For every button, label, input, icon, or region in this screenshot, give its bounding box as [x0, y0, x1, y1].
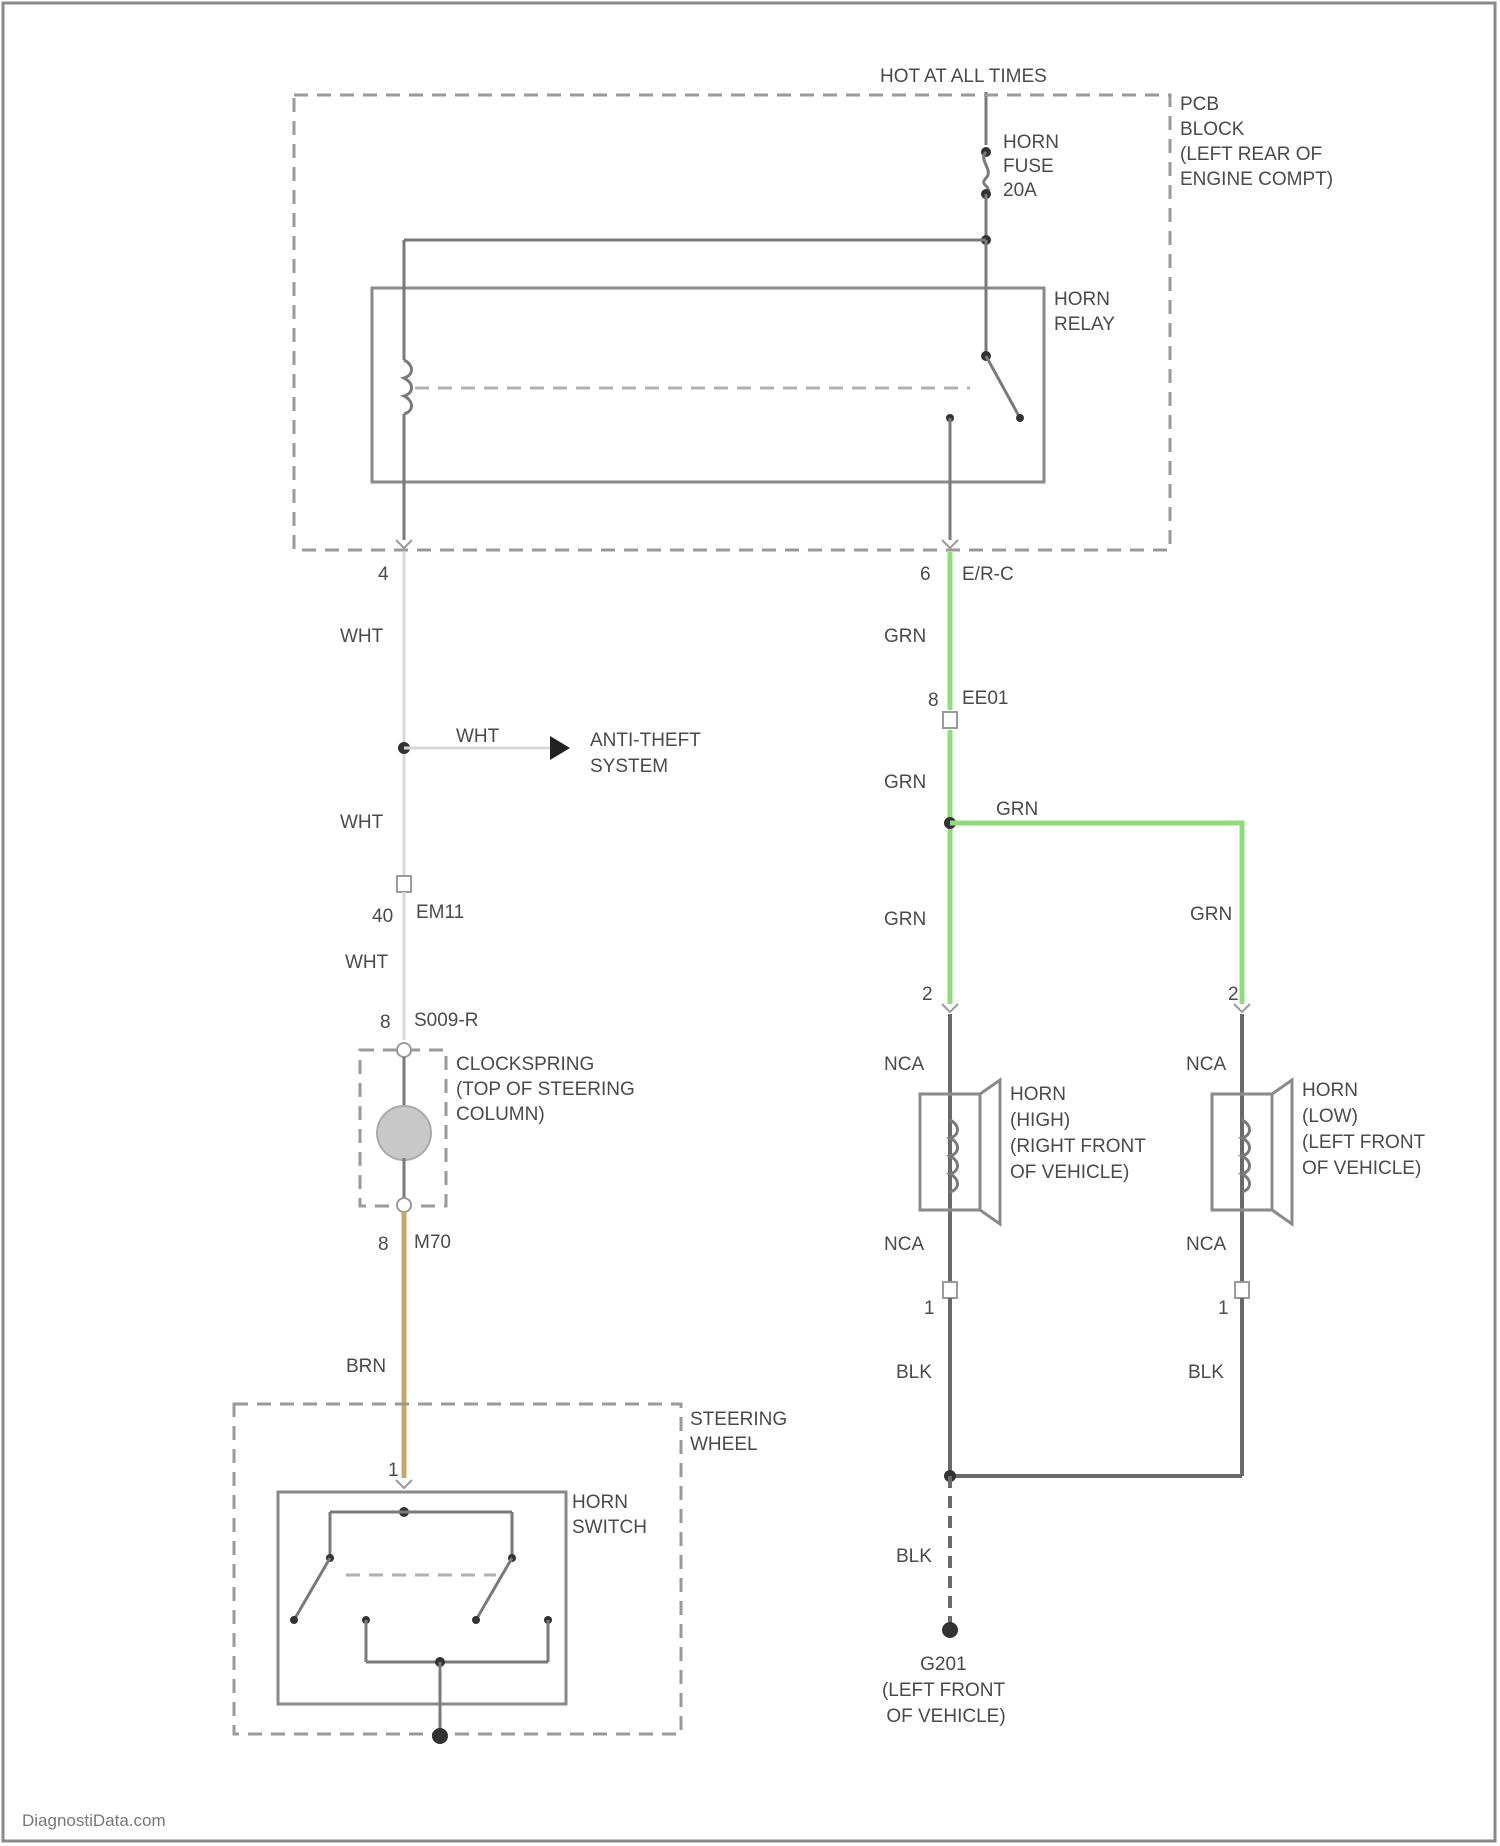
left-splice-wire: WHT	[456, 726, 500, 747]
ground-label: G201 (LEFT FRONT OF VEHICLE)	[882, 1654, 1010, 1727]
right-wire-2: GRN	[884, 772, 926, 793]
clock-pin: 8	[380, 1012, 391, 1033]
relay-connector: E/R-C	[962, 564, 1014, 585]
ground-point-icon	[942, 1622, 958, 1638]
horn-low-pin: 2	[1228, 984, 1239, 1005]
left-wire-4: BRN	[346, 1356, 386, 1377]
horn-fuse-label: HORN FUSE 20A	[1003, 132, 1064, 201]
clockspring-top-pin	[397, 1043, 411, 1057]
anti-theft-label: ANTI-THEFT SYSTEM	[590, 730, 706, 777]
clockspring-label: CLOCKSPRING (TOP OF STEERING COLUMN)	[456, 1054, 640, 1125]
right-nca-2: NCA	[884, 1234, 924, 1255]
switch-right-tip	[472, 1616, 480, 1624]
left-wire-3: WHT	[345, 952, 389, 973]
horn-high-pin-connector	[942, 1004, 958, 1012]
right-blk-3: BLK	[896, 1546, 932, 1567]
switch-pin-connector	[396, 1480, 412, 1488]
horn-switch-box	[278, 1492, 566, 1704]
clockspring-icon	[377, 1106, 431, 1160]
ee01-connector	[943, 712, 957, 728]
right-wire-4: GRN	[1190, 904, 1232, 925]
right-connector-pin: 8	[928, 690, 939, 711]
em11-connector	[397, 876, 411, 892]
clockspring-bottom-pin	[397, 1198, 411, 1212]
pcb-block-label: PCB BLOCK (LEFT REAR OF ENGINE COMPT)	[1180, 94, 1333, 190]
page-border	[3, 3, 1495, 1841]
right-wire-1: GRN	[884, 626, 926, 647]
switch-left-arm	[294, 1558, 330, 1620]
steering-wheel-box	[234, 1404, 681, 1734]
pin-6-connector	[942, 540, 958, 548]
horn-low-label: HORN (LOW) (LEFT FRONT OF VEHICLE)	[1302, 1080, 1430, 1179]
horn-relay-box	[372, 288, 1044, 482]
contact-tip	[1016, 414, 1024, 422]
right-blk-1: BLK	[896, 1362, 932, 1383]
switch-pin: 1	[388, 1460, 399, 1481]
lower-pin: 8	[378, 1234, 389, 1255]
horn-high-label: HORN (HIGH) (RIGHT FRONT OF VEHICLE)	[1010, 1084, 1151, 1183]
switch-right-arm	[476, 1558, 512, 1620]
horn-relay-label: HORN RELAY	[1054, 289, 1115, 335]
horn-high-gnd-pin: 1	[924, 1298, 935, 1319]
left-connector-pin: 40	[372, 906, 393, 927]
left-wire-1: WHT	[340, 626, 384, 647]
pin-4-connector	[396, 540, 412, 548]
horn-high-gnd-connector	[943, 1282, 957, 1298]
arrow-right-icon	[550, 736, 570, 760]
switch-left-tip	[290, 1616, 298, 1624]
right-blk-2: BLK	[1188, 1362, 1224, 1383]
horn-low-pin-connector	[1234, 1004, 1250, 1012]
right-nca-3: NCA	[1186, 1054, 1226, 1075]
right-nca-1: NCA	[884, 1054, 924, 1075]
horn-high-pin: 2	[922, 984, 933, 1005]
right-wire-3: GRN	[884, 909, 926, 930]
clock-connector: S009-R	[414, 1010, 478, 1031]
relay-pin-left: 4	[378, 564, 389, 585]
horn-high-bell-icon	[980, 1080, 1000, 1224]
relay-contact-arm	[986, 356, 1020, 418]
right-splice-wire: GRN	[996, 799, 1038, 820]
steering-wheel-label: STEERING WHEEL	[690, 1409, 792, 1455]
horn-low-gnd-pin: 1	[1218, 1298, 1229, 1319]
fuse-symbol	[984, 152, 989, 194]
lower-connector: M70	[414, 1232, 451, 1253]
left-wire-2: WHT	[340, 812, 384, 833]
watermark: DiagnostiData.com	[22, 1811, 166, 1830]
horn-low-gnd-connector	[1235, 1282, 1249, 1298]
left-connector: EM11	[416, 902, 464, 923]
right-nca-4: NCA	[1186, 1234, 1226, 1255]
ground-icon	[432, 1728, 448, 1744]
right-connector: EE01	[962, 688, 1008, 709]
horn-low-bell-icon	[1272, 1080, 1292, 1224]
power-label: HOT AT ALL TIMES	[880, 66, 1047, 87]
horn-switch-label: HORN SWITCH	[572, 1492, 647, 1538]
relay-pin-right: 6	[920, 564, 931, 585]
relay-coil-icon	[404, 360, 412, 414]
